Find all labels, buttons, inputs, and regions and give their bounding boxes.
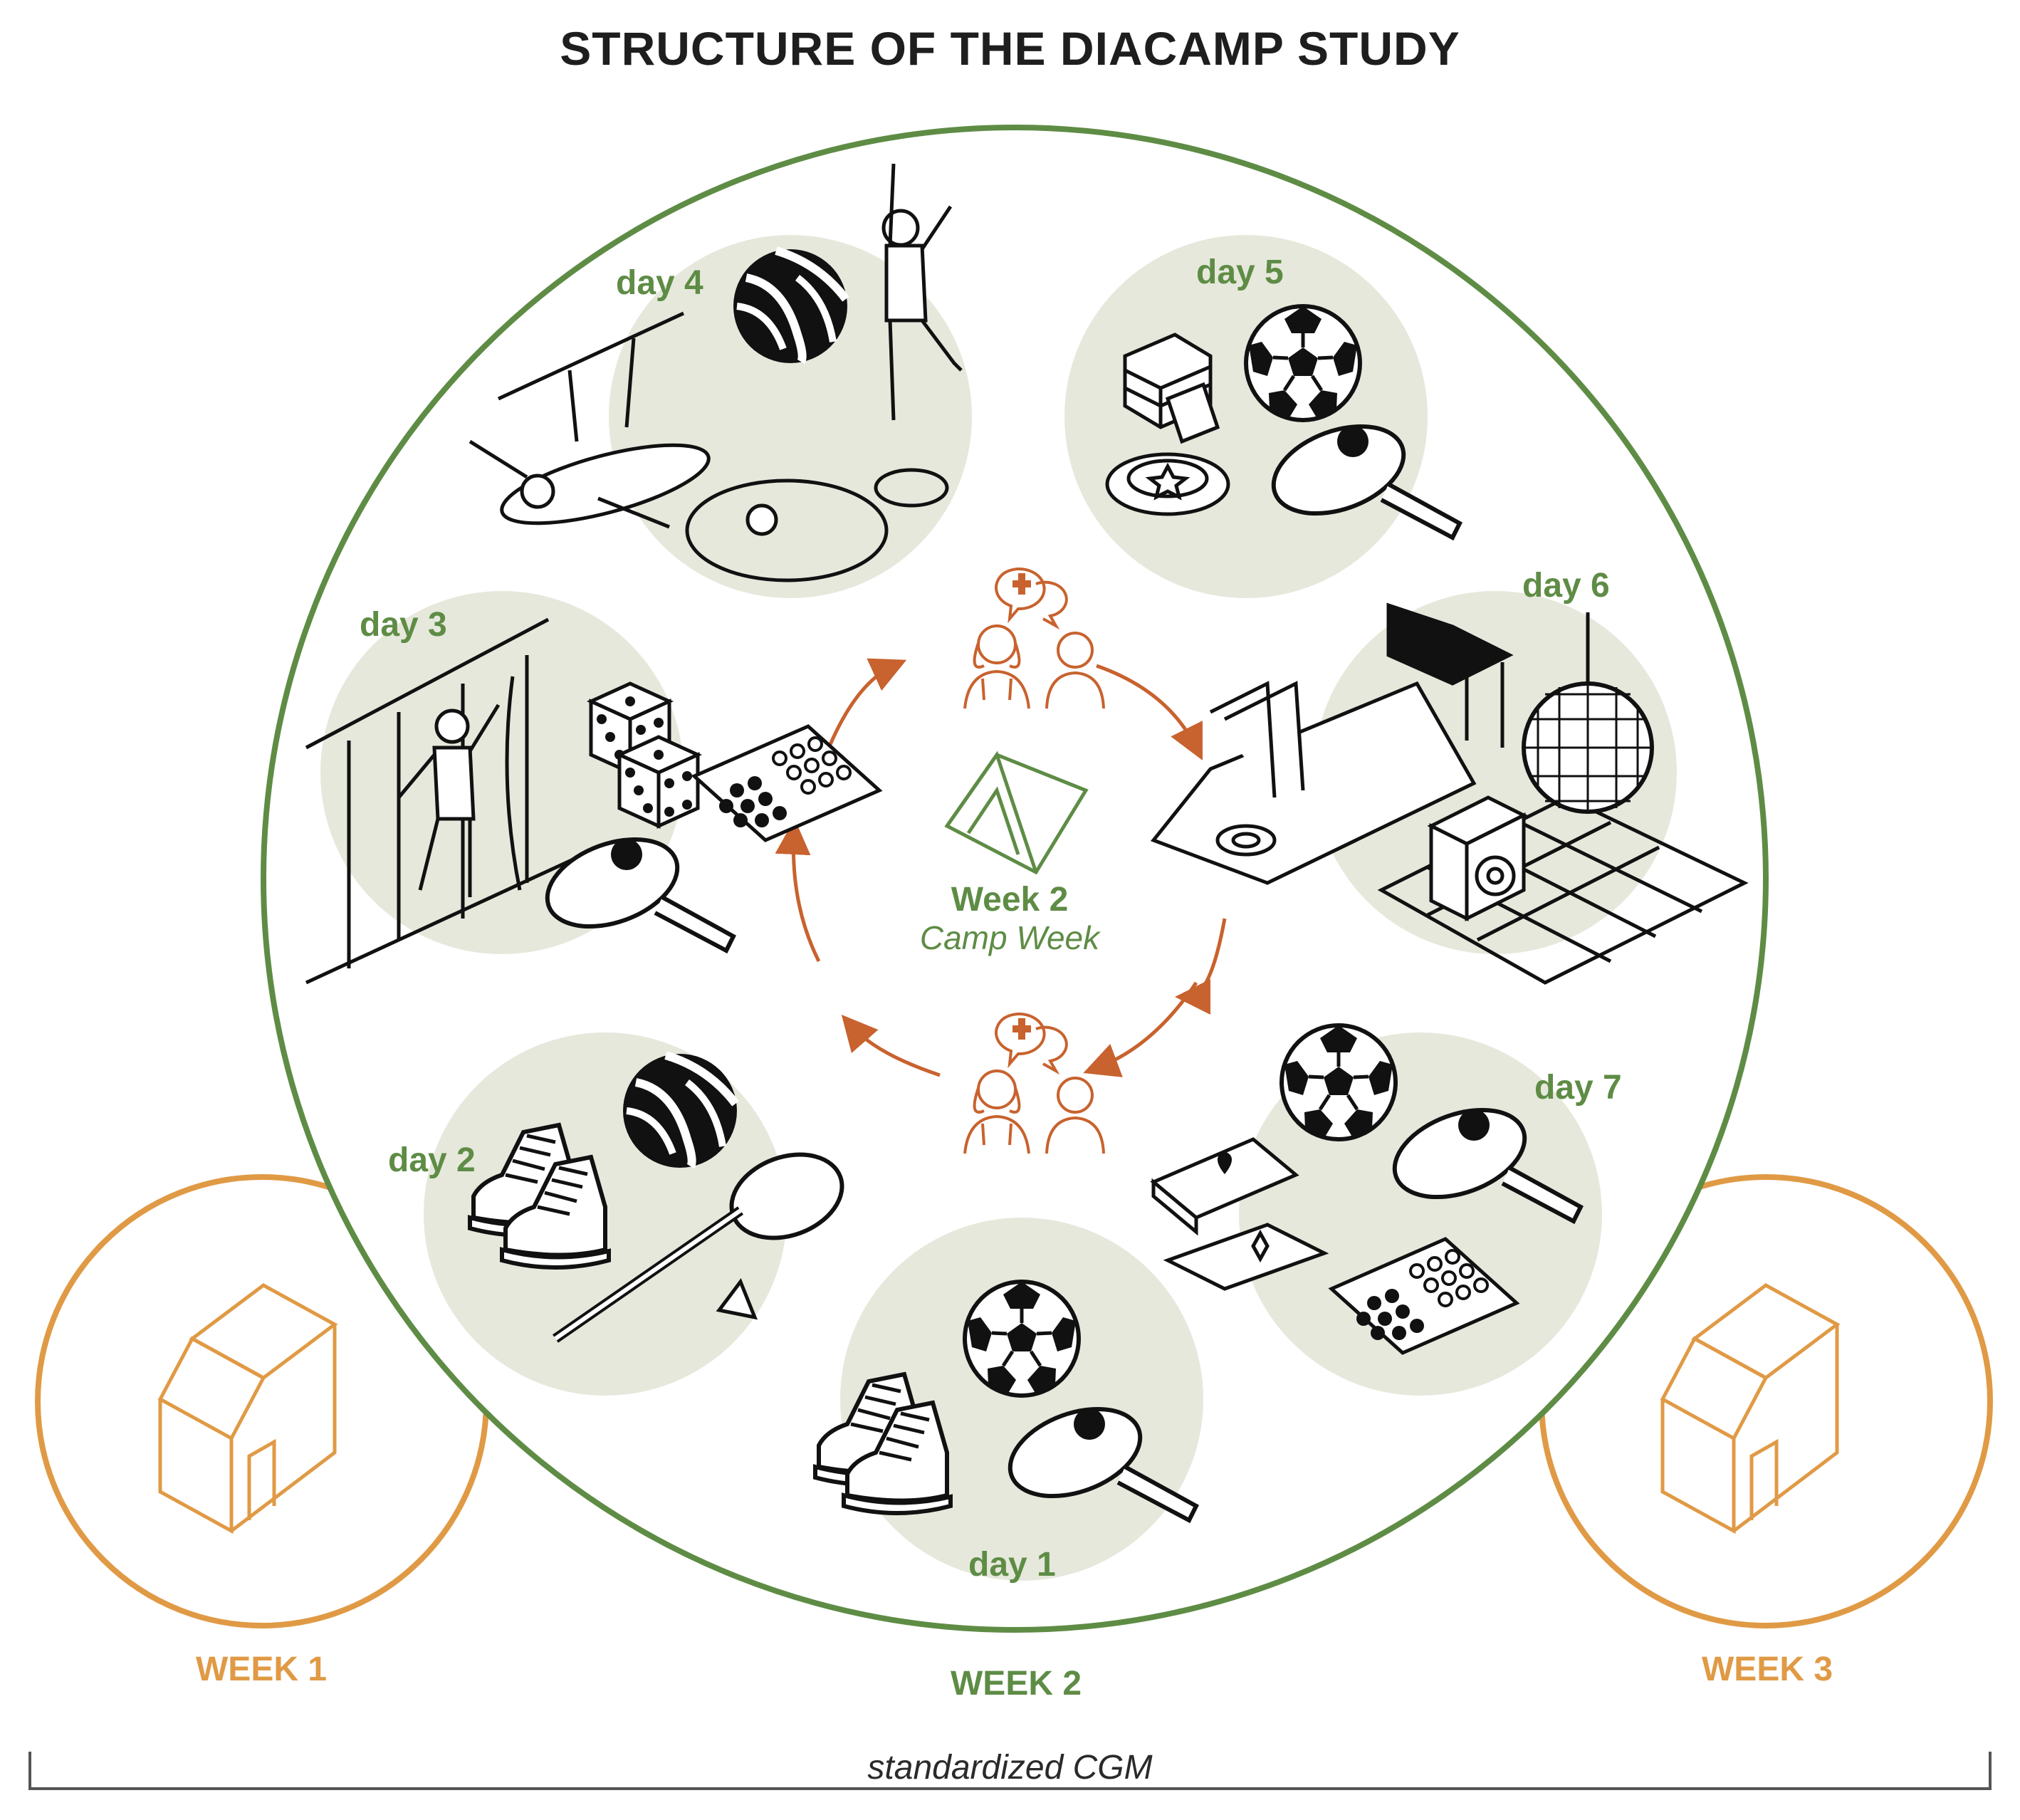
page-title: STRUCTURE OF THE DIACAMP STUDY <box>560 22 1460 75</box>
frisbee-icon <box>1105 452 1230 516</box>
cgm-label: standardized CGM <box>867 1749 1153 1787</box>
climbing-wall-icon <box>305 617 585 985</box>
cycle-arrows <box>775 658 1227 1077</box>
week-3-label: WEEK 3 <box>1702 1651 1833 1688</box>
playing-cards-icon <box>1150 1137 1329 1291</box>
cgm-bracket <box>28 1752 1992 1790</box>
soccer-ball-icon <box>1282 1025 1396 1139</box>
center-week-subtitle: Camp Week <box>919 919 1100 956</box>
day-1-label: day 1 <box>968 1546 1056 1584</box>
dice-icon <box>619 737 698 826</box>
day-7-label: day 7 <box>1534 1069 1622 1107</box>
disco-ball-icon <box>1522 612 1654 814</box>
swimmer-icon <box>469 439 949 582</box>
jenga-icon <box>1123 333 1220 444</box>
day-2-label: day 2 <box>388 1141 476 1179</box>
volleyball-icon <box>733 249 847 363</box>
zipline-icon <box>497 311 685 442</box>
day-3-label: day 3 <box>360 606 447 644</box>
week-1-label: WEEK 1 <box>196 1651 328 1688</box>
water-slide-icon <box>1150 602 1514 885</box>
speaker-icon <box>1427 795 1528 922</box>
day-6-label: day 6 <box>1522 567 1610 605</box>
badminton-icon <box>553 1152 844 1343</box>
center-week-title: Week 2 <box>951 881 1069 919</box>
week-2-label: WEEK 2 <box>951 1665 1082 1703</box>
climber-icon <box>881 163 963 421</box>
day-4-label: day 4 <box>616 264 703 302</box>
soccer-ball-icon <box>1246 306 1360 420</box>
tent-icon <box>944 751 1089 875</box>
volleyball-icon <box>623 1054 737 1168</box>
climber-icon <box>397 704 501 897</box>
day-5-label: day 5 <box>1196 253 1284 291</box>
soccer-ball-icon <box>965 1282 1079 1396</box>
